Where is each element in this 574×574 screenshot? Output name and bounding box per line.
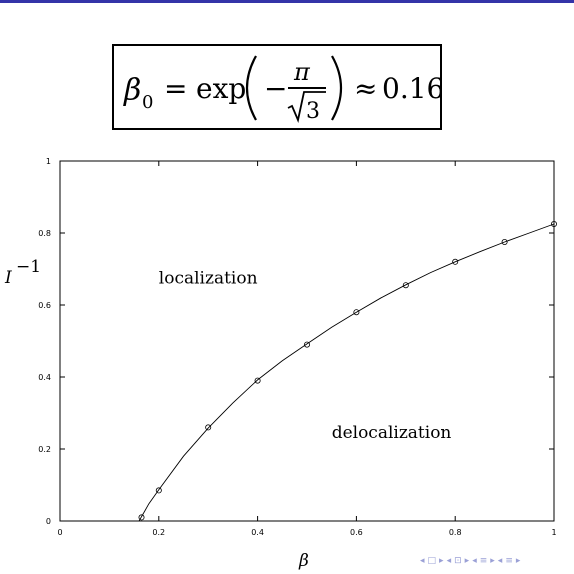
data-point xyxy=(551,221,558,228)
formula-equals: = xyxy=(164,72,187,105)
nav-icon[interactable]: ◂ xyxy=(497,556,503,566)
y-tick-label: 0 xyxy=(46,517,51,526)
formula-lhs-symbol: β xyxy=(123,73,141,108)
data-point xyxy=(452,258,459,265)
data-point xyxy=(303,341,310,348)
nav-icon[interactable]: ▸ xyxy=(490,556,495,566)
nav-icon[interactable]: ⊡ xyxy=(454,556,462,566)
formula-numerator: π xyxy=(293,58,311,86)
nav-icon[interactable]: ▸ xyxy=(464,556,470,566)
fit-curve xyxy=(138,223,555,522)
top-rule xyxy=(0,0,574,3)
x-tick-label: 0.4 xyxy=(251,528,264,537)
annotation-delocalization: delocalization xyxy=(332,423,452,443)
plot-frame-group xyxy=(59,160,555,522)
data-point xyxy=(402,282,409,289)
x-tick-label: 0.2 xyxy=(152,528,165,537)
curve-group xyxy=(138,223,555,522)
nav-icon[interactable]: ◂ xyxy=(446,556,452,566)
chart: 0 0.2 0.4 0.6 0.8 1 0 0.2 0.4 0.6 0.8 1 I −1 β loca… xyxy=(4,157,558,571)
annotation-localization: localization xyxy=(159,268,258,288)
x-tick-label: 1 xyxy=(551,528,556,537)
right-paren xyxy=(331,55,342,121)
x-tick-label: 0.6 xyxy=(350,528,363,537)
y-tick-label: 0.8 xyxy=(38,229,51,238)
formula-denominator: 3 xyxy=(306,99,320,124)
left-paren xyxy=(246,55,257,121)
nav-icon[interactable]: ≡ xyxy=(505,556,513,566)
y-axis-label: I xyxy=(4,268,12,288)
y-tick-label: 0.2 xyxy=(38,445,51,454)
beamer-navigation: ◂□▸◂⊡▸◂≡▸◂≡▸ xyxy=(420,556,574,572)
formula-minus: − xyxy=(264,72,287,105)
data-point xyxy=(353,309,360,316)
sqrt-sign xyxy=(287,91,326,123)
nav-icon[interactable]: ◂ xyxy=(420,556,425,566)
plot-frame xyxy=(59,160,555,522)
nav-icon[interactable]: □ xyxy=(427,556,437,566)
y-tick-label: 0.4 xyxy=(38,373,51,382)
formula-value: 0.16 xyxy=(382,72,440,105)
y-axis-label-exponent: −1 xyxy=(16,257,41,277)
formula-box: β 0 = exp − π 3 ≈ 0.16 xyxy=(112,44,442,130)
x-tick-label: 0.8 xyxy=(449,528,462,537)
data-point xyxy=(501,239,508,246)
nav-icon[interactable]: ≡ xyxy=(479,556,488,566)
ticks-group: 0 0.2 0.4 0.6 0.8 1 0 0.2 0.4 0.6 0.8 1 xyxy=(38,157,556,537)
y-tick-label: 0.6 xyxy=(38,301,51,310)
nav-icon[interactable]: ▸ xyxy=(515,556,521,566)
x-tick-label: 0 xyxy=(57,528,62,537)
data-point xyxy=(205,424,212,431)
points-group xyxy=(138,221,558,521)
nav-icon[interactable]: ◂ xyxy=(472,556,477,566)
formula-lhs-subscript: 0 xyxy=(142,92,153,113)
x-axis-label: β xyxy=(298,551,309,571)
formula-function-name: exp xyxy=(196,72,246,105)
formula-approx: ≈ xyxy=(354,72,377,105)
data-point xyxy=(138,514,145,521)
y-tick-label: 1 xyxy=(46,157,51,166)
data-point xyxy=(254,377,261,384)
nav-icon[interactable]: ▸ xyxy=(439,556,444,566)
data-point xyxy=(155,487,162,494)
formula: β 0 = exp − π 3 ≈ 0.16 xyxy=(123,55,440,124)
